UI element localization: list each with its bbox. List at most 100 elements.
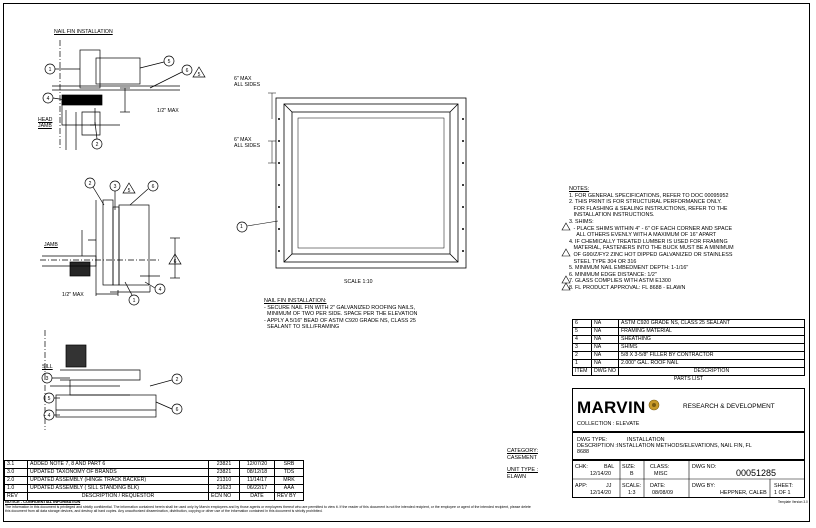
jamb-label: JAMB (44, 242, 58, 248)
size-value: B (630, 471, 634, 477)
scale-label: SCALE: (622, 483, 642, 489)
rev-ecn: 21623 (208, 484, 240, 493)
svg-text:6: 6 (152, 184, 155, 190)
rev-number: 1.0 (4, 484, 28, 493)
rev-date: 08/12/18 (239, 468, 275, 477)
svg-text:5: 5 (48, 396, 51, 402)
rev-number: 3.1 (4, 460, 28, 469)
rev-header-by: REV BY (274, 492, 304, 501)
elevation-callout-number: 1 (240, 224, 243, 230)
notice-text: The information in this document is priv… (5, 504, 531, 509)
class-label: CLASS: (650, 464, 670, 470)
window-elevation (268, 92, 467, 269)
note-line: 6. MINIMUM EDGE DISTANCE: 1/2" (569, 271, 657, 278)
note-line: MATERIAL, FASTENERS INTO THE BUCK MUST B… (569, 245, 734, 252)
drawing-info-grid (572, 460, 805, 498)
nail-spacing-mid-dimension: 6" MAX ALL SIDES (234, 137, 261, 149)
jamb-max-dimension: 1/2" MAX (62, 292, 84, 298)
part-item: 4 (572, 335, 592, 344)
part-item: 5 (572, 327, 592, 336)
unit-type-label: UNIT TYPE : (507, 467, 538, 473)
note-line: FOR FLASHING & SEALING INSTRUCTIONS, REF… (569, 205, 728, 212)
category-value: CASEMENT (507, 454, 537, 461)
unit-type-block: UNIT TYPE : ELAWN (507, 467, 538, 480)
parts-header-dwg: DWG NO (591, 367, 619, 376)
nail-fin-note-line: - SECURE NAIL FIN WITH 2" GALVANIZED ROO… (264, 304, 415, 311)
svg-text:3: 3 (114, 184, 117, 190)
category-label: CATEGORY: (507, 448, 538, 454)
note-line: 7. GLASS COMPLIES WITH ASTM E1300 (569, 278, 671, 285)
drawn-by-value: HEPPNER, CALEB (720, 490, 767, 496)
part-desc: SHEATHING (618, 335, 805, 344)
part-dwg: NA (591, 319, 619, 328)
parts-header-item: ITEM (572, 367, 592, 376)
svg-text:2: 2 (89, 181, 92, 187)
marvin-logo: MARVIN (577, 398, 646, 417)
nail-fin-note-line: MINIMUM OF TWO PER SIDE. SPACE PER THE E… (264, 311, 418, 318)
notice-text: this document from all data storage devi… (5, 509, 323, 513)
note-flags (561, 222, 571, 291)
svg-text:6: 6 (186, 68, 189, 74)
rev-number: 2.0 (4, 476, 28, 485)
collection: COLLECTION : ELEVATE (577, 421, 640, 427)
nail-fin-installation-heading: NAIL FIN INSTALLATION (54, 29, 113, 35)
parts-list-title: PARTS LIST (673, 375, 704, 382)
class-value: MISC (654, 471, 668, 477)
description-value-2: 8688 (577, 449, 589, 455)
unit-type-value: ELAWN (507, 473, 526, 480)
nail-fin-note-line: SEALANT TO SILL/FRAMING (264, 324, 340, 331)
note-line: 2. THIS PRINT IS FOR STRUCTURAL PERFORMA… (569, 199, 722, 206)
rev-by: AAA (274, 484, 304, 493)
svg-text:3: 3 (46, 376, 49, 382)
brand-block: MARVIN RESEARCH & DEVELOPMENT COLLECTION… (572, 388, 805, 432)
parts-header-desc: DESCRIPTION (618, 367, 805, 376)
elevation-callout (236, 220, 279, 233)
svg-text:4: 4 (47, 96, 50, 102)
rev-description: UPDATED TAXONOMY OF BRANDS (27, 468, 209, 477)
chk-value: BAL (604, 464, 615, 470)
svg-text:2: 2 (176, 377, 179, 383)
app-label: APP: (575, 483, 588, 489)
rev-date: 12/07/20 (239, 460, 275, 469)
department: RESEARCH & DEVELOPMENT (683, 403, 775, 410)
rev-description: UPDATED ASSEMBLY ( SILL STANDING BLK) (27, 484, 209, 493)
category-block: CATEGORY: CASEMENT (507, 448, 538, 461)
nail-spacing-top-dimension: 6" MAX ALL SIDES (234, 76, 261, 88)
part-desc: 5/8 X 3-5/8" FILLER BY CONTRACTOR (618, 351, 805, 360)
svg-text:2: 2 (96, 142, 99, 148)
note-line: 1. FOR GENERAL SPECIFICATIONS, REFER TO … (569, 192, 729, 199)
note-line: 3. SHIMS: (569, 218, 594, 225)
part-item: 2 (572, 351, 592, 360)
part-item: 6 (572, 319, 592, 328)
date-label: DATE: (650, 483, 666, 489)
app-value: JJ (606, 483, 612, 489)
rev-by: MRK (274, 476, 304, 485)
rev-by: SRB (274, 460, 304, 469)
svg-text:1: 1 (133, 298, 136, 304)
general-notes: NOTES: 1. FOR GENERAL SPECIFICATIONS, RE… (569, 186, 734, 292)
svg-text:4: 4 (159, 287, 162, 293)
rev-ecn: 23821 (208, 460, 240, 469)
chk-label: CHK: (575, 464, 588, 470)
scale-value: 1:3 (628, 490, 636, 496)
part-dwg: NA (591, 335, 619, 344)
svg-text:5: 5 (128, 188, 131, 194)
date-value: 08/08/09 (652, 490, 673, 496)
description-label: DESCRIPTION : (577, 443, 617, 449)
part-desc: SHIMS (618, 343, 805, 352)
svg-text:5: 5 (168, 59, 171, 65)
rev-ecn: 21310 (208, 476, 240, 485)
svg-text:6: 6 (174, 259, 177, 265)
chk-date: 12/14/20 (590, 471, 611, 477)
part-dwg: NA (591, 327, 619, 336)
